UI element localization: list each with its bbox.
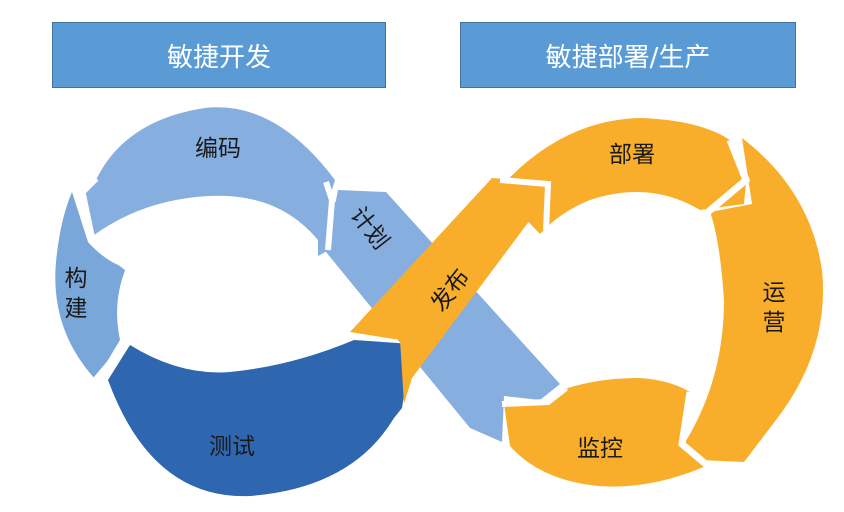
build-segment — [55, 192, 126, 380]
deploy-label: 部署 — [609, 142, 655, 168]
build-label-2: 建 — [65, 296, 88, 322]
dev-header: 敏捷开发 — [52, 22, 386, 88]
test-label: 测试 — [209, 434, 255, 460]
coding-label: 编码 — [195, 136, 241, 162]
monitor-segment — [504, 378, 706, 487]
operate-label-2: 营 — [763, 310, 786, 336]
operate-segment — [684, 138, 824, 462]
coding-segment — [82, 107, 362, 256]
dev-header-label: 敏捷开发 — [166, 42, 271, 73]
release-segment — [350, 178, 548, 404]
monitor-label: 监控 — [577, 436, 623, 462]
deploy-segment — [498, 118, 746, 234]
build-label-1: 构 — [65, 266, 88, 292]
operate-label-1: 运 — [763, 280, 786, 306]
test-segment — [108, 340, 412, 497]
ops-header-label: 敏捷部署/生产 — [545, 42, 711, 73]
ops-header: 敏捷部署/生产 — [460, 22, 796, 88]
